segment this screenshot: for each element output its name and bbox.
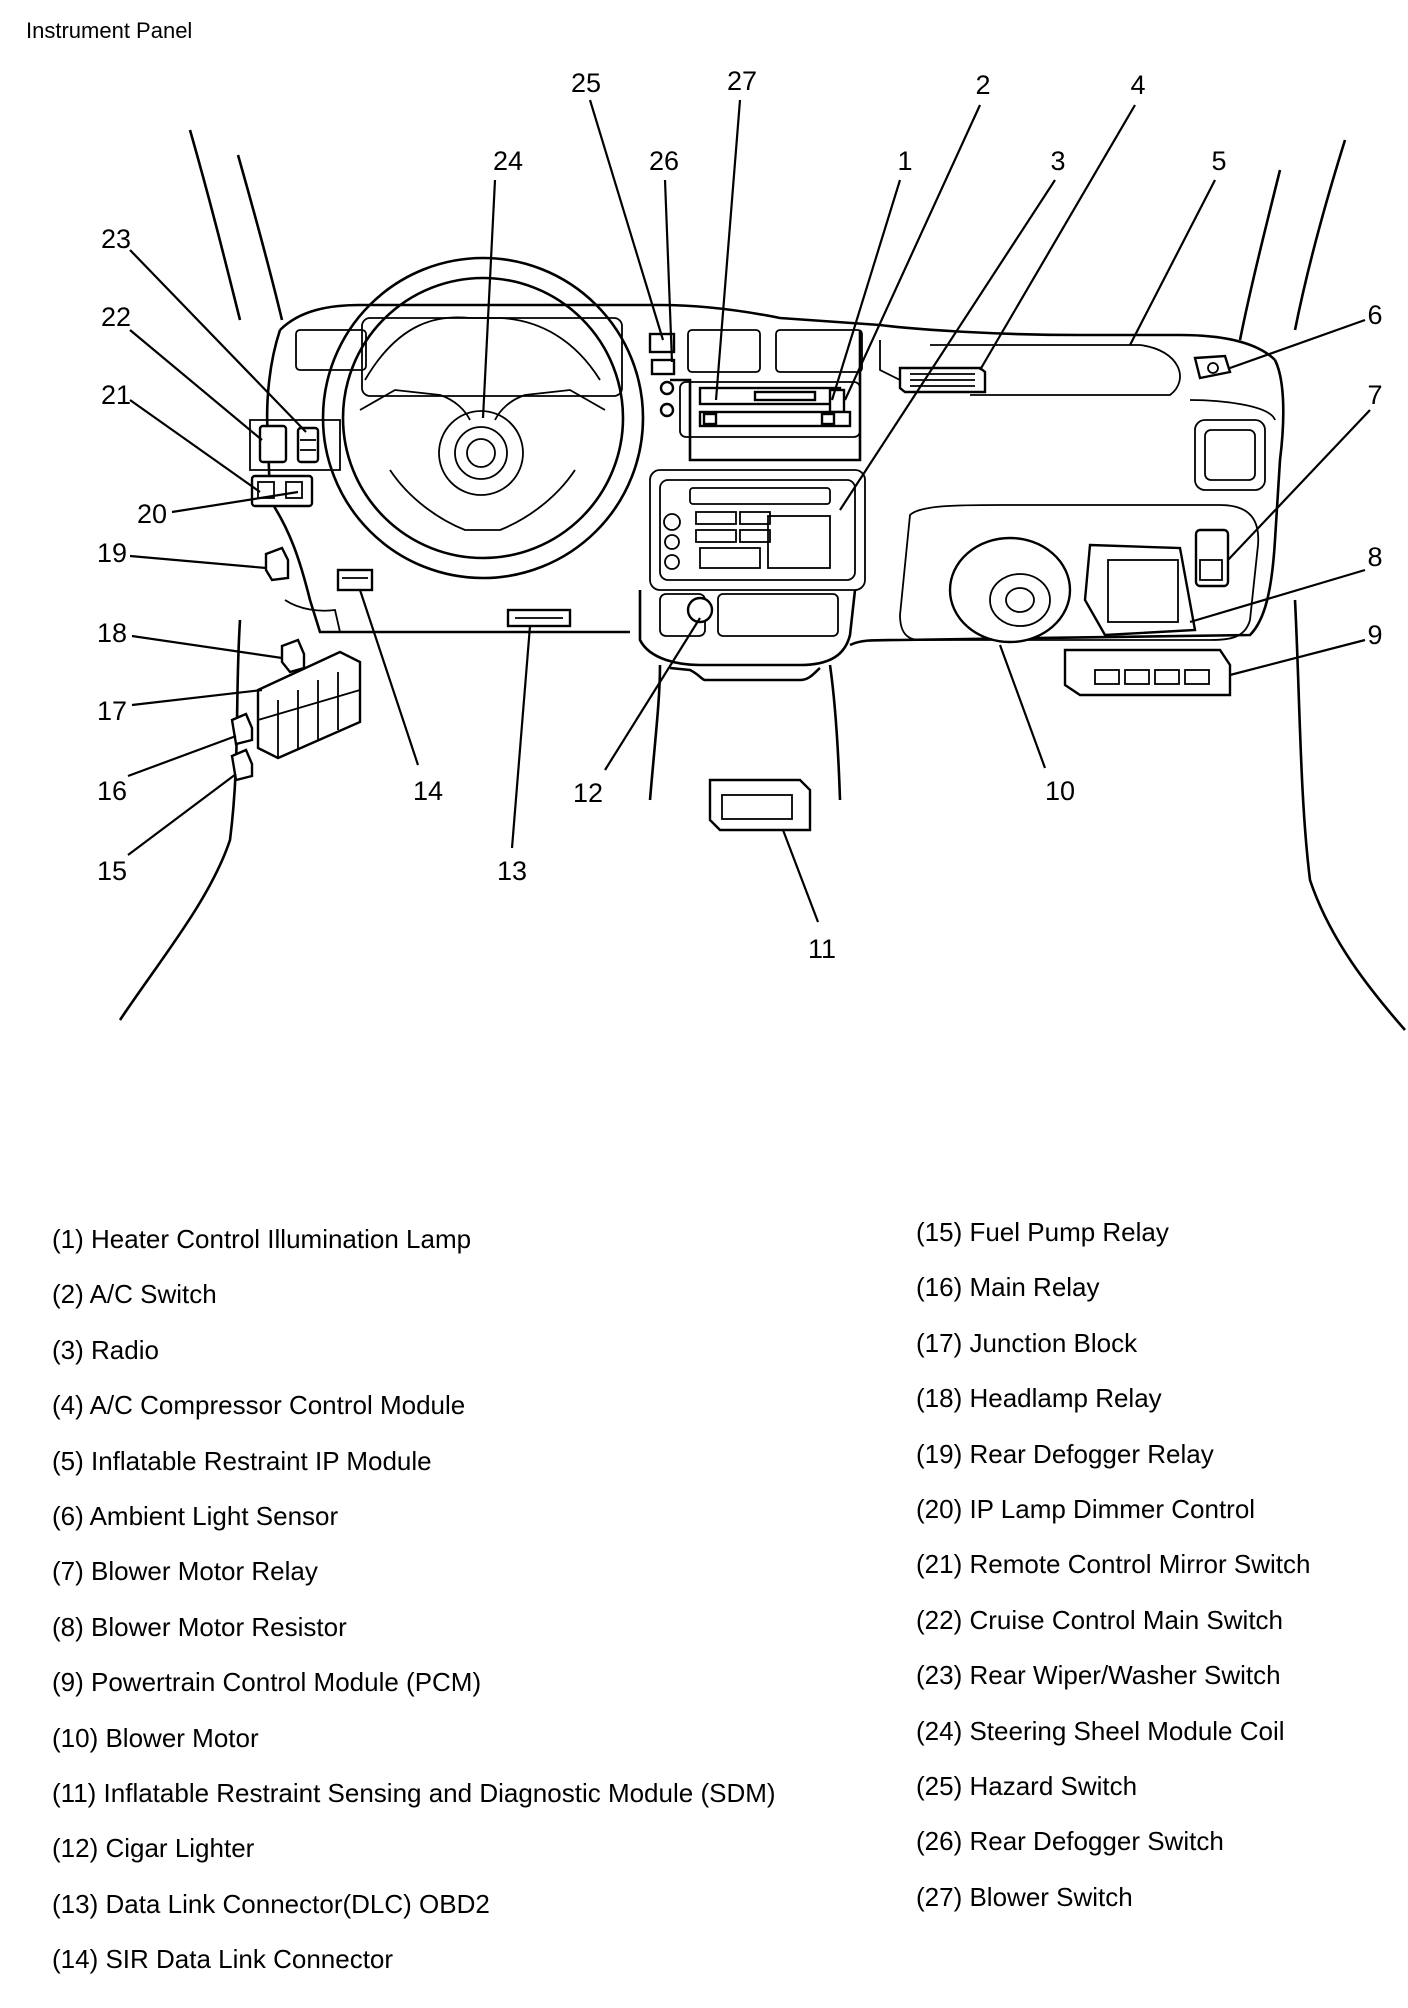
legend-item: (10) Blower Motor — [52, 1722, 259, 1753]
callout-25: 25 — [571, 68, 601, 98]
legend-item: (13) Data Link Connector(DLC) OBD2 — [52, 1888, 490, 1919]
legend-item: (22) Cruise Control Main Switch — [916, 1604, 1284, 1635]
callout-6: 6 — [1367, 300, 1382, 330]
callout-1: 1 — [897, 146, 912, 176]
legend-item: (25) Hazard Switch — [916, 1770, 1138, 1801]
legend-item: (19) Rear Defogger Relay — [916, 1438, 1214, 1469]
legend-item: (4) A/C Compressor Control Module — [52, 1390, 466, 1421]
legend-item: (26) Rear Defogger Switch — [916, 1826, 1224, 1857]
instrument-panel-diagram: 1 2 3 4 5 6 7 8 9 10 11 12 13 14 15 16 1… — [97, 66, 1406, 1031]
legend-item: (5) Inflatable Restraint IP Module — [52, 1445, 432, 1476]
callout-13: 13 — [497, 856, 527, 886]
callout-17: 17 — [97, 696, 127, 726]
steering-wheel — [321, 256, 645, 580]
legend-item: (16) Main Relay — [916, 1272, 1100, 1303]
legend-right-column: (15) Fuel Pump Relay (16) Main Relay (17… — [916, 1205, 1310, 1925]
callout-19: 19 — [97, 538, 127, 568]
legend-left-column: (1) Heater Control Illumination Lamp (2)… — [52, 1212, 776, 1987]
page-title: Instrument Panel — [26, 18, 193, 43]
callout-23: 23 — [101, 224, 131, 254]
callout-21: 21 — [101, 380, 131, 410]
legend-item: (20) IP Lamp Dimmer Control — [916, 1493, 1256, 1524]
legend-item: (17) Junction Block — [916, 1327, 1138, 1358]
legend-item: (9) Powertrain Control Module (PCM) — [52, 1667, 482, 1698]
callout-labels: 1 2 3 4 5 6 7 8 9 10 11 12 13 14 15 16 1… — [97, 66, 1383, 964]
callout-5: 5 — [1211, 146, 1226, 176]
callout-26: 26 — [649, 146, 679, 176]
legend-item: (3) Radio — [52, 1334, 159, 1365]
legend-item: (2) A/C Switch — [52, 1279, 217, 1310]
callout-11: 11 — [808, 934, 836, 964]
legend-item: (18) Headlamp Relay — [916, 1383, 1162, 1414]
legend-item: (7) Blower Motor Relay — [52, 1556, 318, 1587]
legend-item: (12) Cigar Lighter — [52, 1833, 255, 1864]
callout-22: 22 — [101, 302, 131, 332]
body-outline — [118, 129, 1406, 1031]
callout-9: 9 — [1367, 620, 1382, 650]
callout-15: 15 — [97, 856, 127, 886]
callout-4: 4 — [1130, 70, 1145, 100]
callout-27: 27 — [727, 66, 757, 96]
callout-8: 8 — [1367, 542, 1382, 572]
legend-item: (8) Blower Motor Resistor — [52, 1611, 347, 1642]
component-shapes — [230, 332, 1232, 832]
legend-item: (15) Fuel Pump Relay — [916, 1217, 1169, 1247]
legend-item: (1) Heater Control Illumination Lamp — [52, 1224, 472, 1254]
callout-16: 16 — [97, 776, 127, 806]
callout-3: 3 — [1050, 146, 1065, 176]
callout-7: 7 — [1367, 380, 1382, 410]
legend-item: (24) Steering Sheel Module Coil — [916, 1715, 1285, 1746]
callout-20: 20 — [137, 499, 167, 529]
callout-24: 24 — [493, 146, 523, 176]
legend-item: (21) Remote Control Mirror Switch — [916, 1549, 1311, 1580]
callout-10: 10 — [1045, 776, 1075, 806]
legend-item: (6) Ambient Light Sensor — [52, 1500, 339, 1531]
legend-item: (27) Blower Switch — [916, 1881, 1133, 1912]
legend-item: (23) Rear Wiper/Washer Switch — [916, 1660, 1281, 1691]
legend-item: (14) SIR Data Link Connector — [52, 1944, 394, 1975]
dashboard-outline — [265, 303, 1285, 647]
callout-2: 2 — [975, 70, 990, 100]
callout-18: 18 — [97, 618, 127, 648]
callout-14: 14 — [413, 776, 443, 806]
leader-lines — [127, 99, 1371, 923]
legend-item: (11) Inflatable Restraint Sensing and Di… — [52, 1777, 776, 1808]
callout-12: 12 — [573, 778, 603, 808]
